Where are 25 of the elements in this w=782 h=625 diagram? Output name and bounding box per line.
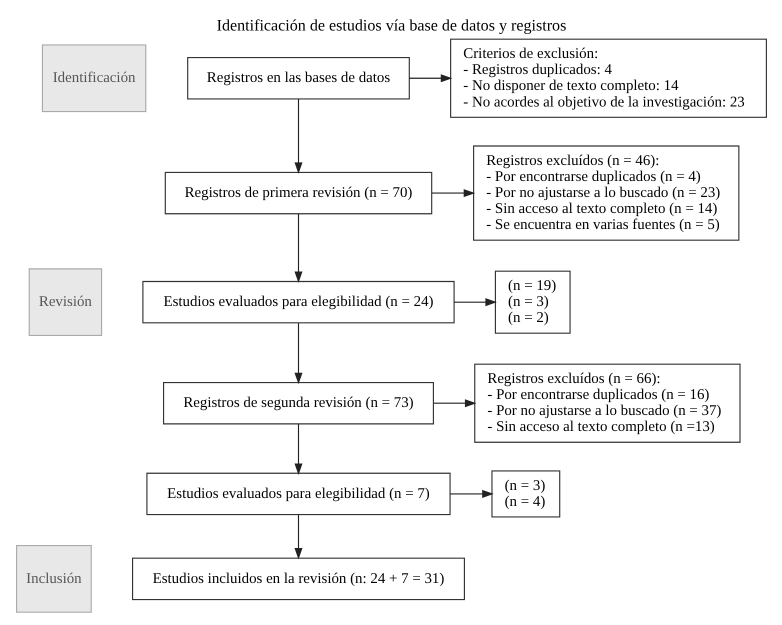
node-box: Estudios incluidos en la revisión (n: 24 + 7 = 31) [132,558,464,600]
diagram-title: Identificación de estudios vía base de datos y registros [216,17,566,34]
node-box: Revisión [28,268,102,336]
arrow [294,514,302,560]
node-box: (n = 19) (n = 3) (n = 2) [494,270,570,334]
arrow [294,99,302,174]
node-box: Estudios evaluados para elegibilidad (n = 24) [142,280,454,324]
node-box: Criterios de exclusión: - Registros duplicados: 4 - No disponer de texto completo: 14 - No acordes al objetivo de la investigación: 23 [450,38,766,118]
arrow [454,298,496,306]
node-box: (n = 3) (n = 4) [490,470,560,518]
node-box: Registros excluídos (n = 46): - Por encontrarse duplicados (n = 4) - Por no ajustarse a lo buscado (n = 23) - Sin acceso al texto completo (n = 14) - Se encuentra en varias fuentes (n = 5) [472,145,739,241]
arrow [408,74,452,82]
arrow [450,490,494,498]
node-box: Inclusión [16,545,92,613]
node-box: Registros de segunda revisión (n = 73) [162,382,434,424]
node-box: Estudios evaluados para elegibilidad (n = 7) [146,472,450,516]
node-box: Registros en las bases de datos [186,57,410,100]
arrow [431,189,475,198]
arrow [294,214,302,283]
arrow [294,323,302,384]
arrow [294,424,302,475]
node-box: Identificación [41,44,146,112]
arrow [433,399,476,408]
node-box: Registros de primera revisión (n = 70) [164,172,432,214]
node-box: Registros excluídos (n = 66): - Por encontrarse duplicados (n = 16) - Por no ajustarse a lo buscado (n = 37) - Sin acceso al texto completo (n =13) [474,364,740,443]
